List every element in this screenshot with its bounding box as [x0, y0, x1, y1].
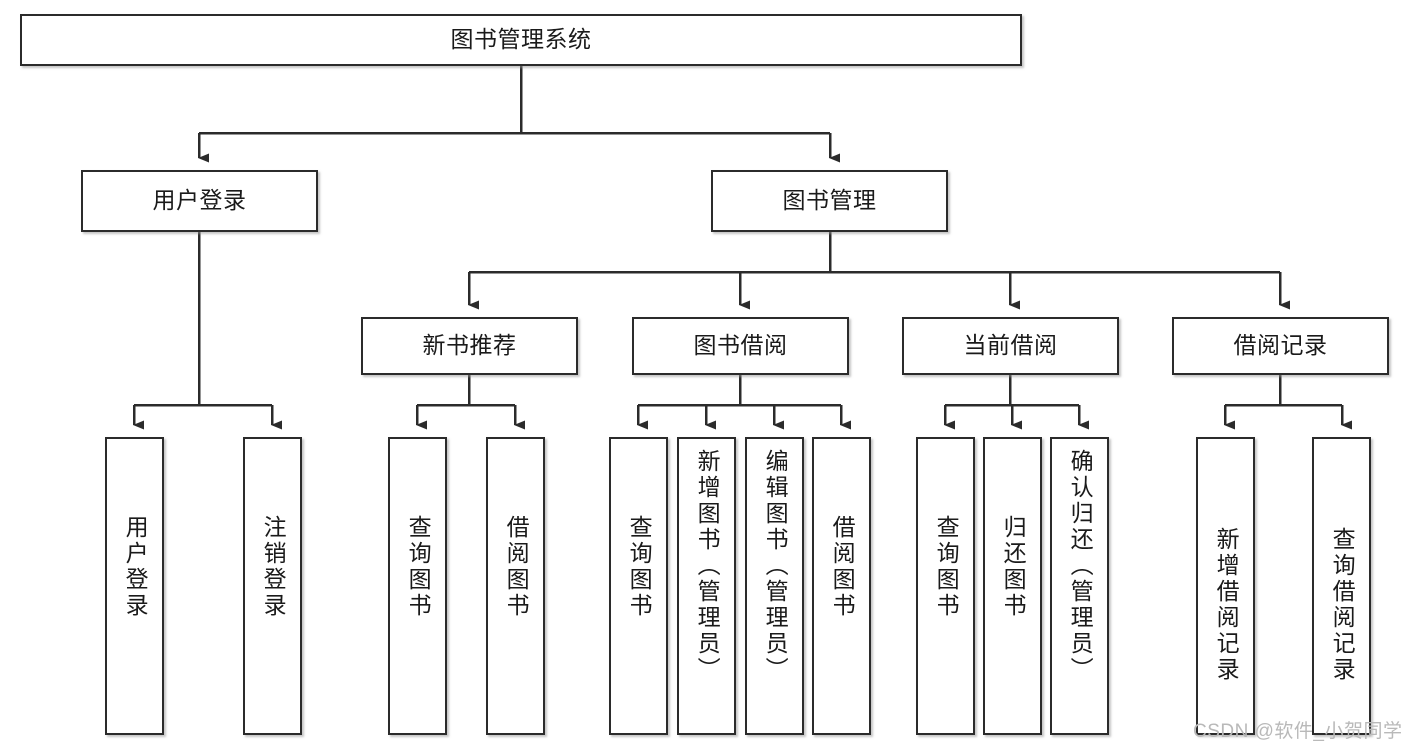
node-label: 图书管理: [782, 187, 877, 214]
node-leaf-confirm-return-admin[interactable]: 确认归还（管理员）: [1050, 437, 1109, 735]
node-label: 用户登录: [152, 187, 247, 214]
node-label: 归还图书: [1000, 515, 1027, 619]
node-label: 新增借阅记录: [1213, 527, 1240, 683]
node-user-login[interactable]: 用户登录: [81, 170, 318, 232]
node-leaf-return-book[interactable]: 归还图书: [983, 437, 1042, 735]
node-label: 借阅图书: [503, 515, 530, 619]
node-leaf-edit-book-admin[interactable]: 编辑图书（管理员）: [745, 437, 804, 735]
node-label: 借阅图书: [829, 515, 856, 619]
node-leaf-query-book-3[interactable]: 查询图书: [916, 437, 975, 735]
node-current-borrow[interactable]: 当前借阅: [902, 317, 1119, 375]
node-label: 查询图书: [405, 515, 432, 619]
node-label: 当前借阅: [963, 332, 1058, 359]
node-root-system[interactable]: 图书管理系统: [20, 14, 1022, 66]
node-leaf-add-borrow-record[interactable]: 新增借阅记录: [1196, 437, 1255, 735]
node-borrow-record[interactable]: 借阅记录: [1172, 317, 1389, 375]
node-label: 确认归还（管理员）: [1067, 449, 1094, 683]
node-label: 借阅记录: [1233, 332, 1328, 359]
node-label: 编辑图书（管理员）: [762, 449, 789, 683]
node-leaf-query-borrow-record[interactable]: 查询借阅记录: [1312, 437, 1371, 735]
node-leaf-query-book-1[interactable]: 查询图书: [388, 437, 447, 735]
node-label: 查询借阅记录: [1329, 527, 1356, 683]
node-leaf-logout[interactable]: 注销登录: [243, 437, 302, 735]
node-leaf-borrow-book-1[interactable]: 借阅图书: [486, 437, 545, 735]
node-book-manage[interactable]: 图书管理: [711, 170, 948, 232]
node-leaf-add-book-admin[interactable]: 新增图书（管理员）: [677, 437, 736, 735]
node-label: 新书推荐: [422, 332, 517, 359]
node-label: 新增图书（管理员）: [694, 449, 721, 683]
node-label: 注销登录: [260, 515, 287, 619]
node-label: 图书管理系统: [450, 26, 592, 53]
node-label: 图书借阅: [693, 332, 788, 359]
node-label: 用户登录: [122, 515, 149, 619]
node-leaf-borrow-book-2[interactable]: 借阅图书: [812, 437, 871, 735]
node-book-borrow[interactable]: 图书借阅: [632, 317, 849, 375]
node-leaf-query-book-2[interactable]: 查询图书: [609, 437, 668, 735]
node-label: 查询图书: [626, 515, 653, 619]
node-leaf-user-login[interactable]: 用户登录: [105, 437, 164, 735]
node-new-book-recommendation[interactable]: 新书推荐: [361, 317, 578, 375]
node-label: 查询图书: [933, 515, 960, 619]
